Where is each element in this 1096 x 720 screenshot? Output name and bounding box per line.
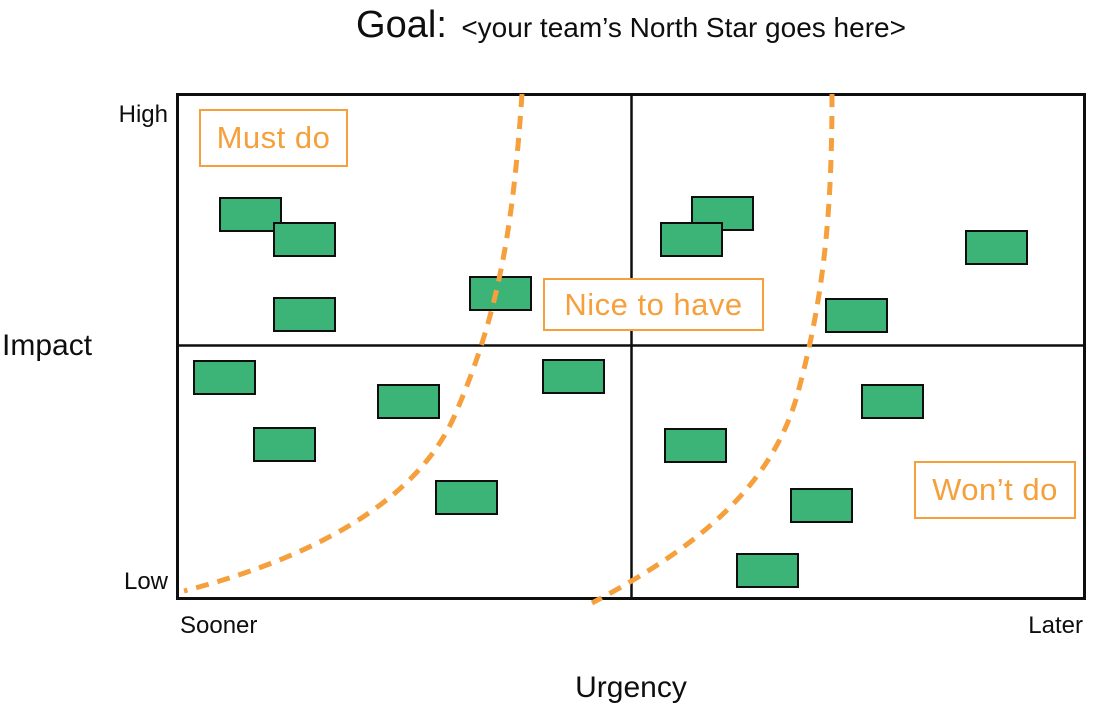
goal-prefix: Goal: [356, 4, 447, 46]
goal-placeholder: <your team’s North Star goes here> [461, 12, 906, 43]
sticky-note[interactable] [660, 222, 723, 257]
sticky-note[interactable] [825, 298, 888, 333]
sticky-note[interactable] [469, 276, 532, 311]
sticky-note[interactable] [736, 553, 799, 588]
sticky-note[interactable] [965, 230, 1028, 265]
sticky-note[interactable] [435, 480, 498, 515]
chart-title: Goal: <your team’s North Star goes here> [166, 2, 1096, 56]
sticky-note[interactable] [861, 384, 924, 419]
sticky-note[interactable] [542, 359, 605, 394]
sticky-note[interactable] [253, 427, 316, 462]
wont-do-label: Won’t do [914, 461, 1076, 519]
sticky-note[interactable] [377, 384, 440, 419]
y-axis-high-tick: High [118, 101, 168, 128]
nice-to-have-label: Nice to have [543, 278, 764, 331]
x-axis-later-tick: Later [1028, 612, 1083, 639]
sticky-note[interactable] [273, 222, 336, 257]
y-axis-label: Impact [2, 329, 93, 362]
sticky-note[interactable] [664, 428, 727, 463]
y-axis-low-tick: Low [123, 568, 168, 595]
sticky-note[interactable] [273, 297, 336, 332]
x-axis-label: Urgency [575, 671, 687, 704]
sticky-note[interactable] [790, 488, 853, 523]
sticky-note[interactable] [193, 360, 256, 395]
must-do-label: Must do [199, 109, 348, 167]
x-axis-sooner-tick: Sooner [180, 612, 258, 639]
